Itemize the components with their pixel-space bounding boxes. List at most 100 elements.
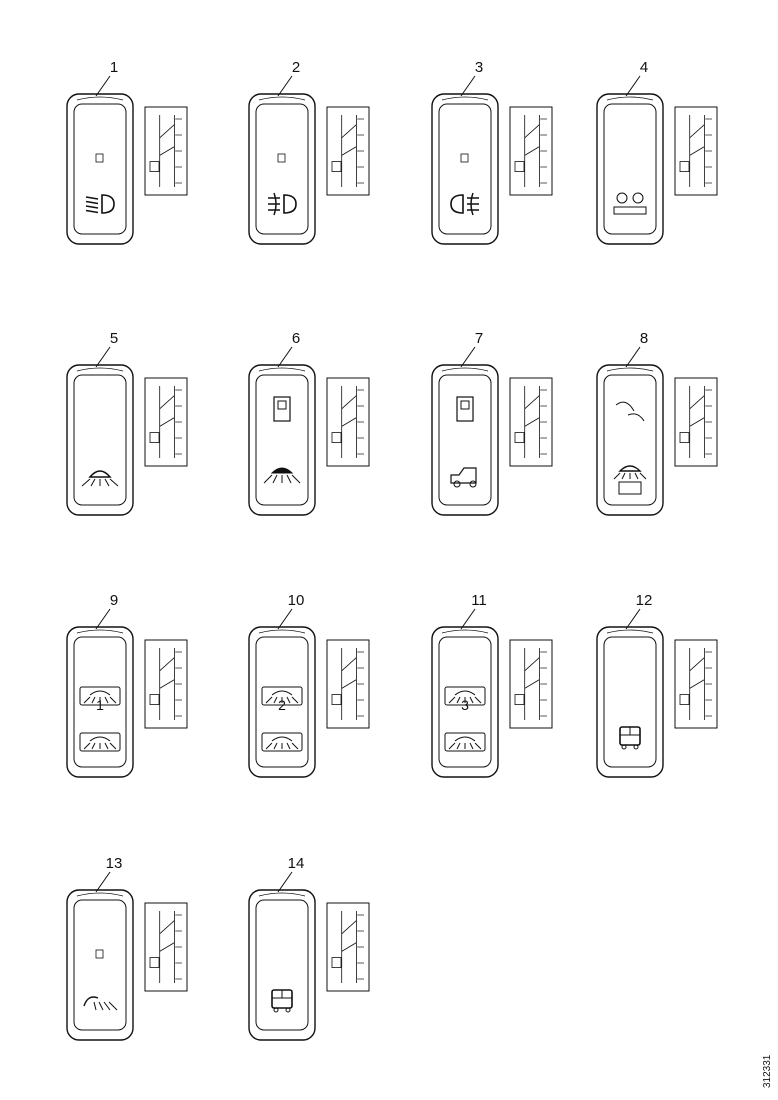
schematic-frame: [326, 639, 370, 729]
schematic-frame: [326, 377, 370, 467]
schematic-frame: [509, 377, 553, 467]
wiring-schematic: [509, 639, 553, 729]
wiring-schematic: [674, 639, 718, 729]
schematic-frame: [326, 106, 370, 196]
schematic-frame: [144, 377, 188, 467]
schematic-frame: [674, 377, 718, 467]
switch-top-edge: [441, 629, 489, 634]
switch-body: [66, 93, 134, 245]
corner-light-icon: [83, 996, 118, 1011]
leader-line: [625, 608, 641, 630]
schematic-frame: [144, 639, 188, 729]
leader-line: [277, 346, 293, 368]
switch-top-edge: [606, 96, 654, 101]
indicator-lamp: [95, 949, 104, 959]
switch-7: 7: [431, 330, 553, 516]
indicator-lamp: [277, 153, 286, 163]
switch-number: 13: [106, 855, 123, 872]
switch-top-edge: [76, 367, 124, 372]
leader-line: [95, 871, 111, 893]
wiring-schematic: [144, 639, 188, 729]
switch-face: [73, 103, 127, 235]
leader-line: [277, 871, 293, 893]
work-light-front-rear-icon: [444, 686, 486, 752]
switch-top-edge: [76, 96, 124, 101]
switch-number: 14: [288, 855, 305, 872]
figure-reference: 312331: [762, 1054, 773, 1088]
schematic-frame: [144, 902, 188, 992]
indicator-lamp: [460, 153, 469, 163]
switch-3: 3: [431, 59, 553, 245]
switch-top-edge: [258, 892, 306, 897]
switch-5: 5: [66, 330, 188, 516]
switch-face: [603, 636, 657, 768]
schematic-frame: [509, 106, 553, 196]
switch-number: 10: [288, 592, 305, 609]
switch-body: [248, 626, 316, 778]
work-light-two-position-icon: [263, 467, 301, 484]
leader-line: [460, 75, 476, 97]
work-light-front-rear-icon: [79, 686, 121, 752]
wiring-schematic: [144, 902, 188, 992]
wiring-schematic: [144, 106, 188, 196]
switch-12: 12: [596, 592, 718, 778]
leader-line: [460, 346, 476, 368]
bus-icon: [271, 989, 293, 1013]
switch-body: [596, 626, 664, 778]
switch-top-edge: [258, 367, 306, 372]
fog-lights-check-icon: [613, 192, 647, 215]
indicator-window: [273, 396, 291, 422]
switch-face: [603, 103, 657, 235]
wiring-schematic: [509, 106, 553, 196]
switch-body: [596, 93, 664, 245]
switch-number: 4: [640, 59, 648, 76]
schematic-frame: [509, 639, 553, 729]
cab-light-icon: [450, 467, 477, 488]
bus-icon: [619, 726, 641, 750]
switch-face: [603, 374, 657, 506]
switch-face: [73, 374, 127, 506]
leader-line: [460, 608, 476, 630]
switch-body: [431, 93, 499, 245]
switch-11: 113: [431, 592, 553, 778]
switch-body: [66, 626, 134, 778]
switch-top-edge: [258, 96, 306, 101]
switch-top-edge: [441, 96, 489, 101]
switch-top-edge: [76, 892, 124, 897]
switch-top-edge: [606, 629, 654, 634]
work-light-front-rear-icon: [261, 686, 303, 752]
switch-6: 6: [248, 330, 370, 516]
switch-face: [438, 636, 492, 768]
wiring-schematic: [326, 902, 370, 992]
switch-body: [596, 364, 664, 516]
low-beam-icon: [85, 194, 115, 214]
schematic-frame: [674, 639, 718, 729]
wiring-schematic: [509, 377, 553, 467]
switch-face: [438, 374, 492, 506]
switch-face: [255, 374, 309, 506]
leader-line: [95, 346, 111, 368]
indicator-window: [456, 396, 474, 422]
switch-number: 5: [110, 330, 118, 347]
switch-top-edge: [606, 367, 654, 372]
rear-fog-light-icon: [450, 192, 479, 216]
switch-number: 9: [110, 592, 118, 609]
switch-face: [73, 899, 127, 1031]
switch-body: [66, 889, 134, 1041]
leader-line: [277, 608, 293, 630]
leader-line: [95, 75, 111, 97]
wiring-schematic: [144, 377, 188, 467]
switch-number: 1: [110, 59, 118, 76]
front-fog-light-icon: [268, 192, 297, 216]
switch-number: 6: [292, 330, 300, 347]
switch-face: [438, 103, 492, 235]
schematic-frame: [144, 106, 188, 196]
switch-14: 14: [248, 855, 370, 1041]
switch-body: [248, 364, 316, 516]
switch-number: 2: [292, 59, 300, 76]
leader-line: [95, 608, 111, 630]
switch-10: 102: [248, 592, 370, 778]
switch-top-edge: [441, 367, 489, 372]
switch-number: 12: [636, 592, 653, 609]
